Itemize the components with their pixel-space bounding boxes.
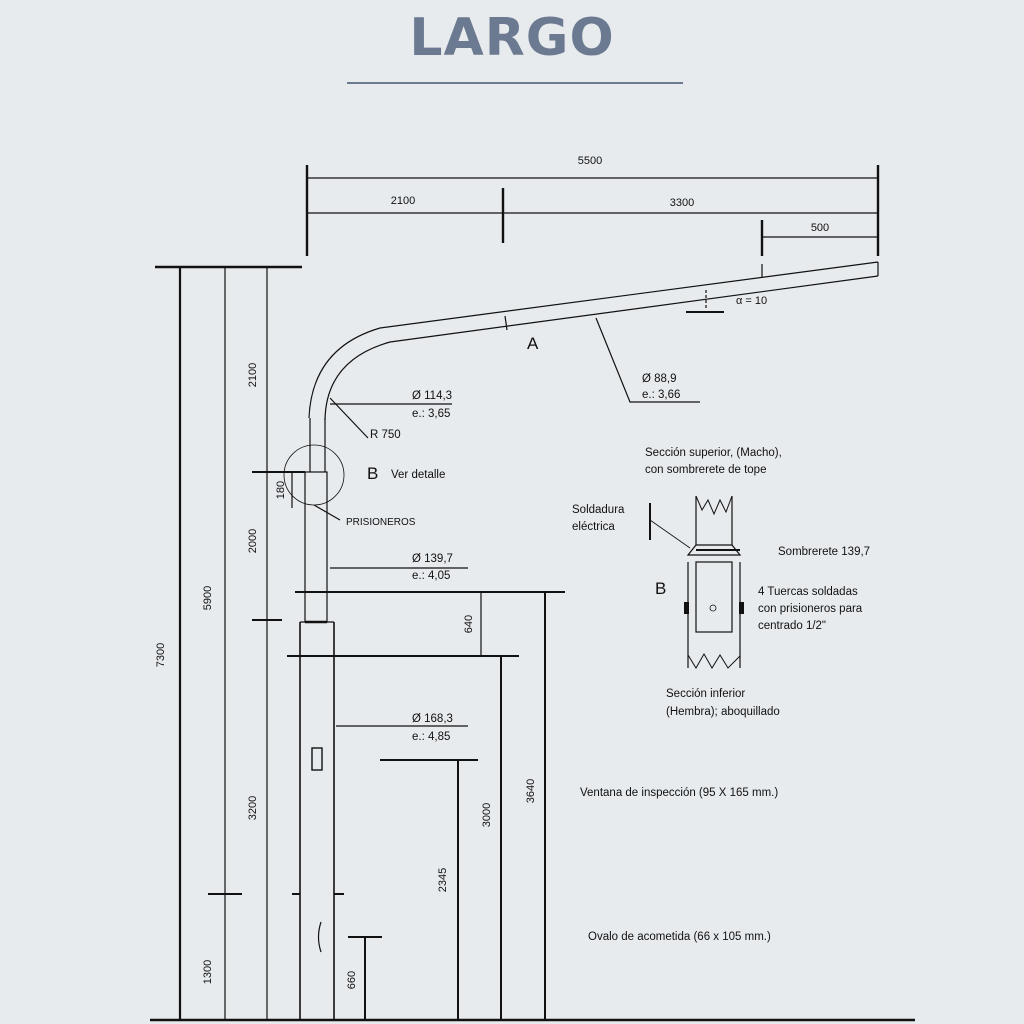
arm-joint-a bbox=[504, 315, 508, 331]
dim-1300: 1300 bbox=[202, 960, 214, 984]
mid-thickness: e.: 4,05 bbox=[412, 570, 450, 582]
dim-3300: 3300 bbox=[670, 197, 694, 209]
detail-inner-tube bbox=[695, 561, 733, 633]
nuts-label-line1: 4 Tuercas soldadas bbox=[758, 586, 858, 598]
detail-b-marker: B bbox=[367, 464, 378, 483]
upper-pole-section bbox=[304, 471, 328, 623]
inspection-window-note: Ventana de inspección (95 X 165 mm.) bbox=[580, 787, 778, 799]
dim-3200: 3200 bbox=[247, 796, 259, 820]
detail-b-title: B bbox=[655, 579, 666, 598]
detail-lower-line2: (Hembra); aboquillado bbox=[666, 706, 780, 718]
detail-upper-line2: con sombrerete de tope bbox=[645, 464, 766, 476]
radius-leader bbox=[329, 397, 369, 439]
right-dimensions: 640 3640 3000 2345 660 bbox=[287, 591, 565, 1020]
arm-inner-edge bbox=[324, 275, 879, 421]
section-a-label: A bbox=[527, 334, 539, 353]
detail-upper-line1: Sección superior, (Macho), bbox=[645, 447, 782, 459]
prisioneros-label: PRISIONEROS bbox=[346, 517, 416, 528]
alpha-label: α = 10 bbox=[736, 295, 767, 307]
base-thickness: e.: 4,85 bbox=[412, 731, 450, 743]
dim-640: 640 bbox=[463, 615, 475, 633]
bend-diameter: Ø 114,3 bbox=[412, 390, 452, 402]
dim-500: 500 bbox=[811, 222, 829, 234]
detail-upper-break bbox=[695, 495, 733, 516]
entry-oval-note: Ovalo de acometida (66 x 105 mm.) bbox=[588, 931, 771, 943]
dim-7300: 7300 bbox=[155, 643, 167, 667]
inspection-window bbox=[311, 747, 323, 771]
dim-2100-top: 2100 bbox=[391, 195, 415, 207]
left-dimensions: 7300 5900 1300 2100 2000 3200 180 bbox=[155, 267, 305, 1020]
detail-b-circle bbox=[283, 444, 345, 506]
detail-center-point bbox=[709, 604, 717, 612]
nuts-label-line3: centrado 1/2" bbox=[758, 620, 826, 632]
dim-180: 180 bbox=[275, 481, 287, 499]
page-title: LARGO bbox=[409, 8, 615, 68]
title-underline bbox=[347, 82, 683, 84]
detail-lower-break bbox=[687, 652, 741, 669]
dim-2000: 2000 bbox=[247, 529, 259, 553]
nut-left bbox=[684, 602, 689, 614]
dim-2100-vertical: 2100 bbox=[247, 363, 259, 387]
top-dimensions: 5500 2100 3300 500 bbox=[305, 155, 880, 256]
dim-660: 660 bbox=[346, 971, 358, 989]
see-detail-label: Ver detalle bbox=[391, 469, 445, 481]
dim-3000: 3000 bbox=[481, 803, 493, 827]
dim-2345: 2345 bbox=[437, 868, 449, 892]
alpha-angle: α = 10 bbox=[686, 290, 767, 313]
arm-diameter-leader bbox=[595, 317, 700, 403]
sombrerete-label: Sombrerete 139,7 bbox=[778, 546, 870, 558]
mid-diameter: Ø 139,7 bbox=[412, 553, 453, 565]
detail-sombrerete bbox=[686, 544, 742, 556]
base-diameter: Ø 168,3 bbox=[412, 713, 453, 725]
bend-thickness: e.: 3,65 bbox=[412, 408, 450, 420]
pole-shaft bbox=[292, 471, 344, 1020]
detail-lower-line1: Sección inferior bbox=[666, 688, 745, 700]
prisioneros-leader bbox=[313, 504, 341, 521]
nuts-label-line2: con prisioneros para bbox=[758, 603, 863, 615]
arm-outer-edge bbox=[308, 261, 879, 419]
nut-right bbox=[739, 602, 744, 614]
detail-b-drawing bbox=[649, 495, 744, 669]
dim-5900: 5900 bbox=[202, 586, 214, 610]
arm-diameter: Ø 88,9 bbox=[642, 373, 677, 385]
entry-oval bbox=[317, 921, 322, 953]
radius-label: R 750 bbox=[370, 429, 401, 441]
dim-3640: 3640 bbox=[525, 779, 537, 803]
dim-5500: 5500 bbox=[578, 155, 602, 167]
weld-leader bbox=[649, 519, 691, 549]
weld-label-line2: eléctrica bbox=[572, 521, 615, 533]
lamp-arm bbox=[308, 261, 879, 472]
weld-label-line1: Soldadura bbox=[572, 504, 625, 516]
detail-upper-tube bbox=[695, 496, 733, 545]
arm-thickness: e.: 3,66 bbox=[642, 389, 680, 401]
